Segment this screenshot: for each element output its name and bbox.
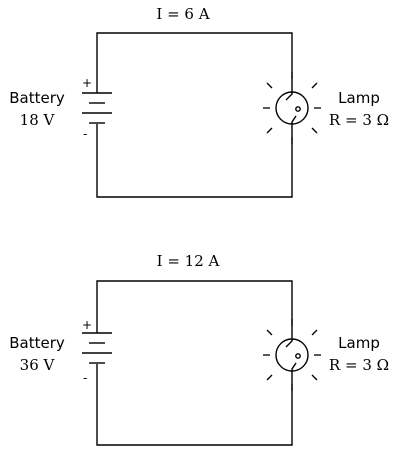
battery-symbol — [82, 92, 112, 124]
circuit-wire — [96, 280, 293, 337]
battery-symbol — [82, 332, 112, 364]
circuit-wire — [96, 32, 293, 93]
battery-voltage: 18 V — [20, 111, 56, 129]
lamp-icon — [263, 72, 321, 144]
circuit-wire — [96, 124, 293, 198]
circuit-1: I = 6 A + - Battery 18 V — [9, 5, 389, 198]
current-label: I = 12 A — [157, 252, 220, 270]
lamp-resistance: R = 3 Ω — [329, 356, 389, 374]
battery-minus-sign: - — [83, 371, 87, 385]
battery-voltage: 36 V — [20, 356, 56, 374]
lamp-label: Lamp — [338, 89, 380, 107]
lamp-label: Lamp — [338, 334, 380, 352]
battery-label: Battery — [9, 334, 65, 352]
battery-minus-sign: - — [83, 127, 87, 141]
circuit-2: I = 12 A + - Battery 36 V — [9, 252, 389, 446]
current-label: I = 6 A — [156, 5, 209, 23]
lamp-icon — [263, 319, 321, 391]
battery-plus-sign: + — [82, 76, 92, 90]
battery-plus-sign: + — [82, 318, 92, 332]
lamp-resistance: R = 3 Ω — [329, 111, 389, 129]
circuit-wire — [96, 364, 293, 446]
battery-label: Battery — [9, 89, 65, 107]
